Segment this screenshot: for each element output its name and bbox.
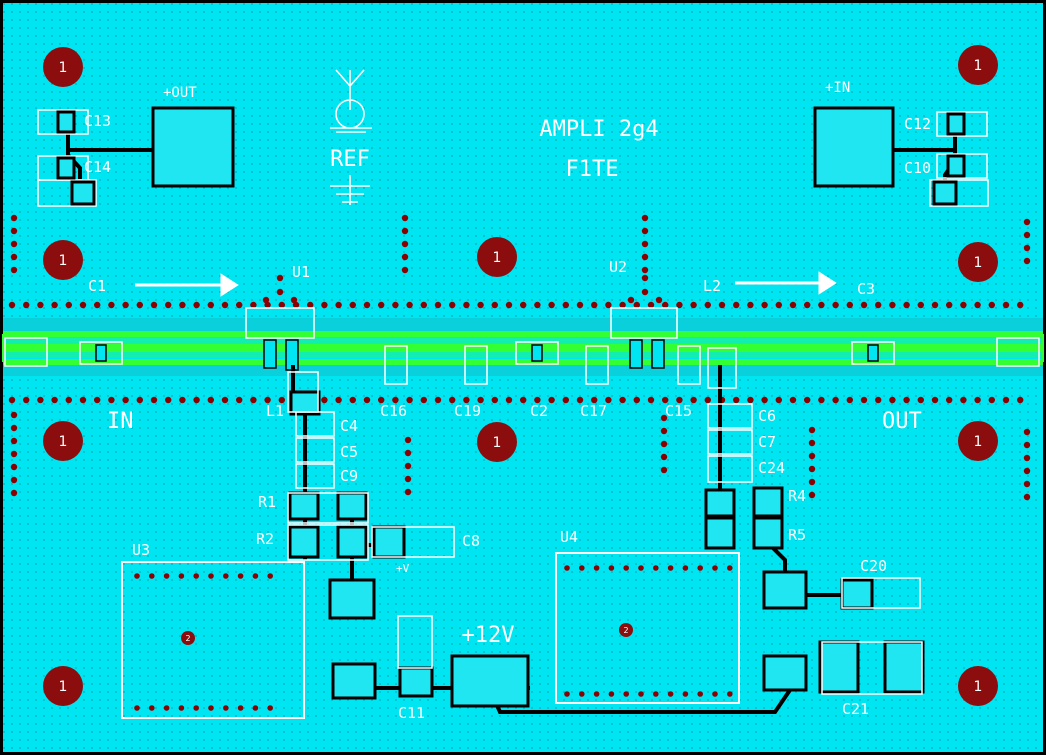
component-label-c1: C1: [88, 277, 106, 295]
component-label-r4: R4: [788, 487, 806, 505]
component-label-c15: C15: [665, 402, 692, 420]
mounting-hole-label: 1: [59, 60, 68, 76]
component-label-c19: C19: [454, 402, 481, 420]
plus-in-label: +IN: [825, 80, 850, 96]
component-label-u4: U4: [560, 528, 578, 546]
mounting-hole-label: 1: [974, 434, 983, 450]
mounting-hole-label: 1: [493, 250, 502, 266]
via-field: [8, 214, 1031, 501]
component-label-l2: L2: [703, 277, 721, 295]
microstrip-parts: [4, 307, 1040, 385]
component-label-r2: R2: [256, 530, 274, 548]
u3-pin-label: 2: [185, 634, 190, 643]
module-u4-outline: [555, 552, 740, 704]
component-label-c4: C4: [340, 417, 358, 435]
component-label-c20: C20: [860, 557, 887, 575]
component-label-c21: C21: [842, 700, 869, 718]
u4-pin-label: 2: [623, 626, 628, 635]
plus-in-pad: [813, 106, 895, 188]
component-label-c14: C14: [84, 158, 111, 176]
out-label: OUT: [882, 409, 922, 434]
component-label-r1: R1: [258, 493, 276, 511]
mounting-hole: [43, 666, 83, 706]
in-label: IN: [107, 409, 134, 434]
mounting-hole: [43, 240, 83, 280]
component-label-c3: C3: [857, 280, 875, 298]
mounting-hole-label: 1: [974, 58, 983, 74]
component-label-u3: U3: [132, 541, 150, 559]
component-label-u2: U2: [609, 258, 627, 276]
plus-v-label: +V: [396, 562, 410, 575]
component-label-c9: C9: [340, 467, 358, 485]
component-label-c11: C11: [398, 704, 425, 722]
mounting-hole-label: 1: [974, 255, 983, 271]
plus-out-label: +OUT: [163, 85, 197, 101]
mounting-hole: [477, 237, 517, 277]
component-label-c8: C8: [462, 532, 480, 550]
component-label-c5: C5: [340, 443, 358, 461]
board-subtitle: F1TE: [566, 157, 619, 182]
mounting-hole-label: 1: [493, 435, 502, 451]
component-label-c16: C16: [380, 402, 407, 420]
component-label-l1: L1: [266, 402, 284, 420]
component-label-c10: C10: [904, 159, 931, 177]
mounting-hole: [43, 421, 83, 461]
mounting-hole: [43, 47, 83, 87]
mounting-hole-label: 1: [59, 253, 68, 269]
component-label-c17: C17: [580, 402, 607, 420]
antenna-icon: [330, 69, 372, 205]
mounting-hole: [477, 422, 517, 462]
mounting-hole: [958, 666, 998, 706]
mounting-hole: [958, 421, 998, 461]
mounting-hole: [958, 242, 998, 282]
plus-out-pad: [151, 106, 235, 188]
component-label-r5: R5: [788, 526, 806, 544]
mounting-hole: [958, 45, 998, 85]
component-label-c6: C6: [758, 407, 776, 425]
component-label-c13: C13: [84, 112, 111, 130]
ref-label: REF: [330, 147, 370, 172]
mounting-hole-label: 1: [59, 679, 68, 695]
module-u3-outline: [121, 561, 305, 719]
mounting-hole-label: 1: [974, 679, 983, 695]
component-label-c7: C7: [758, 433, 776, 451]
component-label-c24: C24: [758, 459, 785, 477]
component-label-c12: C12: [904, 115, 931, 133]
supply-label: +12V: [462, 623, 515, 648]
board-title: AMPLI 2g4: [539, 117, 658, 142]
mounting-hole-label: 1: [59, 434, 68, 450]
component-label-c2: C2: [530, 402, 548, 420]
component-label-u1: U1: [292, 263, 310, 281]
